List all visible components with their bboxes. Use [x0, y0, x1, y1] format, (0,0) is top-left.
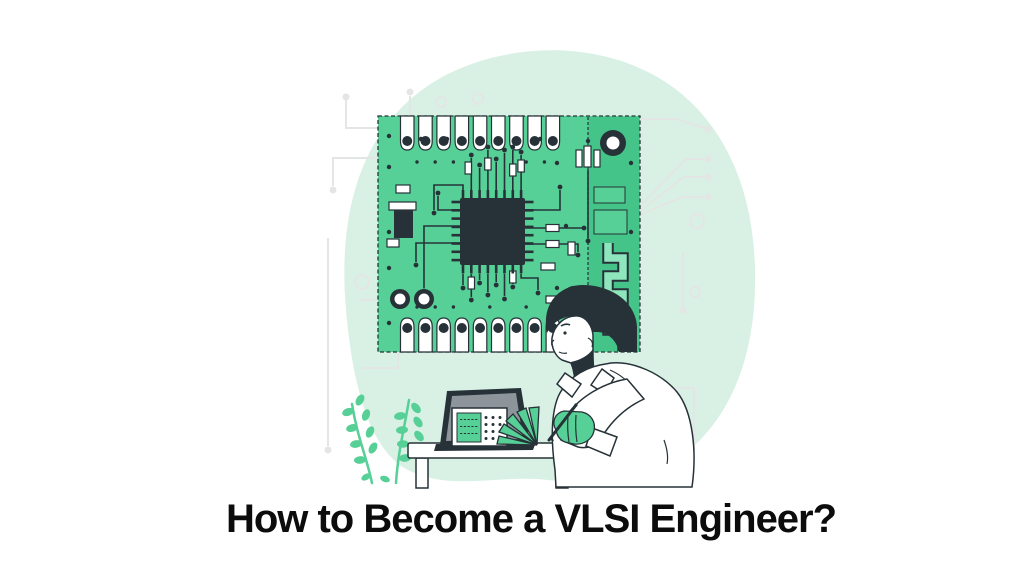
- shirt-collar: [555, 371, 583, 399]
- page-title: How to Become a VLSI Engineer?: [225, 497, 837, 541]
- engineer-figure: [545, 285, 695, 488]
- bottom-pads: [399, 317, 561, 353]
- pcb-dots: [386, 133, 634, 326]
- title-bar: How to Become a VLSI Engineer?: [19, 497, 1024, 542]
- mounting-hole-icon: [600, 130, 626, 156]
- engineer-head: [545, 285, 637, 378]
- instrument-display: [456, 412, 482, 443]
- microchip-icon: [451, 190, 534, 274]
- heatsink-fan-icon: [496, 406, 540, 446]
- via-holes-icon: [390, 289, 434, 309]
- smd-components: [386, 145, 601, 304]
- top-pads: [399, 115, 561, 151]
- soldering-pen-icon: [547, 403, 578, 442]
- engineer-torso: [551, 362, 695, 488]
